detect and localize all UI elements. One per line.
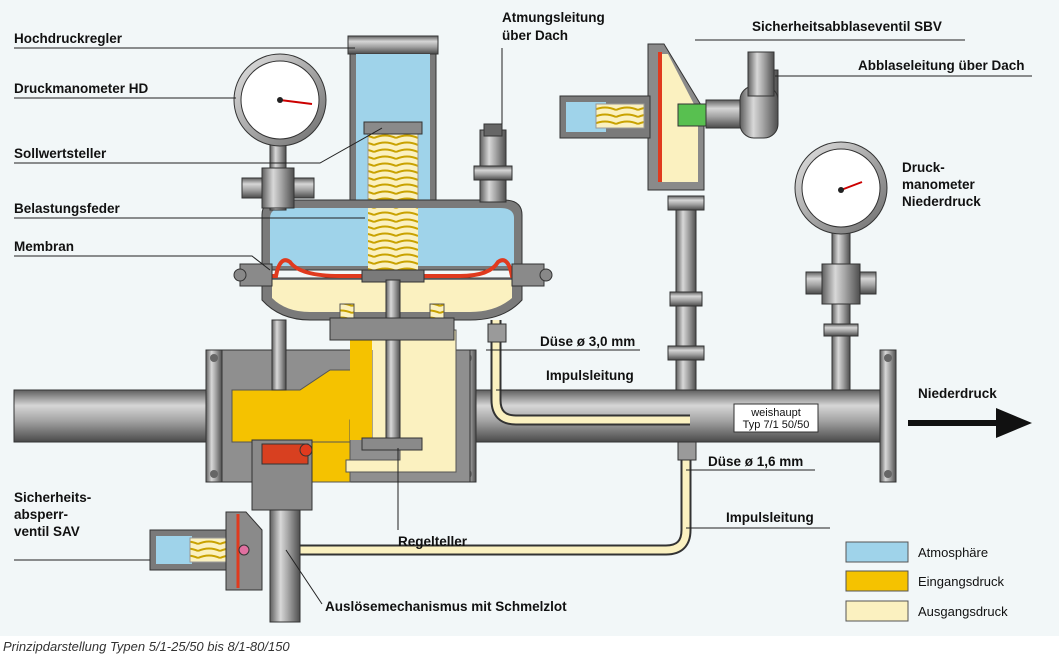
impulse-lines xyxy=(290,320,697,556)
label-abblaseleitung: Abblaseleitung über Dach xyxy=(858,58,1025,73)
label-druckmanometer-nd-3: Niederdruck xyxy=(902,194,981,209)
label-regelteller: Regelteller xyxy=(398,534,468,549)
label-duese-16: Düse ø 1,6 mm xyxy=(708,454,803,469)
label-niederdruck: Niederdruck xyxy=(918,386,997,401)
label-sollwertsteller: Sollwertsteller xyxy=(14,146,107,161)
legend-label-outlet: Ausgangsdruck xyxy=(918,604,1008,619)
valve-stem xyxy=(385,279,401,451)
legend-swatch-inlet xyxy=(845,570,909,592)
label-atmungsleitung-1: Atmungsleitung xyxy=(502,10,605,25)
breathing-line xyxy=(473,123,513,203)
caption-text: Prinzipdarstellung Typen 5/1-25/50 bis 8… xyxy=(3,639,290,654)
brand-label: weishaupt xyxy=(750,407,801,419)
label-sav-3: ventil SAV xyxy=(14,524,80,539)
label-druckmanometer-nd-2: manometer xyxy=(902,177,976,192)
nd-manometer xyxy=(794,141,888,391)
nameplate: weishaupt Typ 7/1 50/50 xyxy=(733,403,819,433)
label-impulsleitung-1: Impulsleitung xyxy=(546,368,634,383)
control-disc xyxy=(361,437,423,451)
label-atmungsleitung-2: über Dach xyxy=(502,28,568,43)
sbv-valve xyxy=(559,43,779,391)
legend: Atmosphäre Eingangsdruck Ausgangsdruck xyxy=(845,541,1008,622)
leader-lines xyxy=(14,39,1032,605)
label-sav-2: absperr- xyxy=(14,507,68,522)
label-belastungsfeder: Belastungsfeder xyxy=(14,201,121,216)
sav-valve xyxy=(149,439,313,623)
label-sbv: Sicherheitsabblaseventil SBV xyxy=(752,19,942,34)
flow-arrow xyxy=(908,408,1032,438)
label-membran: Membran xyxy=(14,239,74,254)
label-ausloese: Auslösemechanismus mit Schmelzlot xyxy=(325,599,567,614)
legend-swatch-outlet xyxy=(845,600,909,622)
label-impulsleitung-2: Impulsleitung xyxy=(726,510,814,525)
legend-label-atmosphere: Atmosphäre xyxy=(918,545,988,560)
label-sav-1: Sicherheits- xyxy=(14,490,91,505)
legend-swatch-atmosphere xyxy=(845,541,909,563)
label-duese-30: Düse ø 3,0 mm xyxy=(540,334,635,349)
type-label: Typ 7/1 50/50 xyxy=(743,419,810,431)
regulator-schematic: weishaupt Typ 7/1 50/50 Hochdruckregler … xyxy=(13,10,1032,623)
label-druckmanometer-hd: Druckmanometer HD xyxy=(14,81,149,96)
hd-manometer xyxy=(233,53,327,211)
label-druckmanometer-nd-1: Druck- xyxy=(902,160,945,175)
legend-label-inlet: Eingangsdruck xyxy=(918,574,1004,589)
caption-bar: Prinzipdarstellung Typen 5/1-25/50 bis 8… xyxy=(0,636,1059,656)
label-hochdruckregler: Hochdruckregler xyxy=(14,31,123,46)
